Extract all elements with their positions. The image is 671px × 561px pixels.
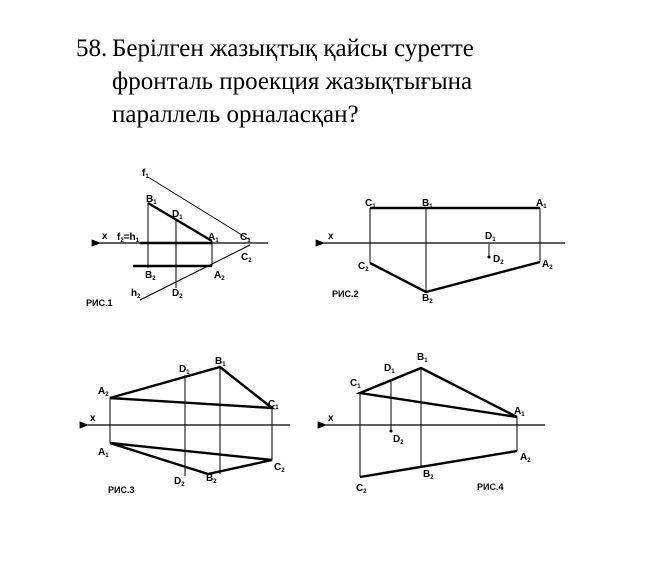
fig1-label-f1: f1 [142,168,149,180]
fig1-label-c2: C2 [241,252,252,264]
fig4-horizontal-projection [355,366,518,419]
fig4-label-b2: B2 [423,469,434,481]
fig4-label-d2: D2 [393,434,404,446]
fig2-label-a1: A1 [536,198,547,210]
fig4-frontal-projection [359,449,518,479]
figure-2: x C1 B1 A1 D1 D2 C2 A2 B2 РИС.2 [315,198,565,305]
fig2-label-d1: D1 [485,231,496,243]
fig2-caption: РИС.2 [332,289,358,299]
fig2-d2-point [487,255,491,259]
fig4-label-b1: B1 [417,352,428,364]
fig4-label-c1: C1 [350,378,361,390]
fig1-h2-trace [139,244,251,301]
fig3-horizontal-projection [109,365,276,410]
fig4-label-a1: A1 [514,406,525,418]
fig3-label-b1: B1 [215,356,226,368]
fig2-label-c1: C1 [365,198,376,210]
question-line-2: фронталь проекция жазықтығына [112,68,473,95]
fig4-axis-label: x [328,413,334,424]
fig3-label-c1: C1 [268,399,279,411]
fig1-label-b2: B2 [145,270,156,282]
fig1-label-c1: C1 [240,232,251,244]
figure-1: x f1 B1 D1 f2=h1 A1 C1 C2 B2 A2 h2 D2 РИ… [86,168,268,308]
fig2-label-b2: B2 [422,293,433,305]
fig1-b1-a1-line [147,201,213,243]
fig4-caption: РИС.4 [477,482,503,492]
fig1-label-b1: B1 [146,194,157,206]
fig3-label-a1: A1 [98,447,109,459]
fig3-axis-label: x [90,413,96,424]
fig1-label-h2: h2 [131,288,141,300]
fig2-label-b1: B1 [422,198,433,210]
fig2-label-c2: C2 [358,261,369,273]
fig3-label-b2: B2 [206,473,217,485]
fig3-caption: РИС.3 [108,485,134,495]
fig4-label-d1: D1 [384,363,395,375]
fig1-label-d1: D1 [172,209,183,221]
fig3-label-a2: A2 [98,386,109,398]
fig3-label-d1: D1 [179,364,190,376]
fig4-d2-point [389,429,393,433]
fig2-frontal-projection [369,260,541,294]
fig3-label-c2: C2 [274,462,285,474]
fig1-f1-trace [147,176,251,241]
fig2-label-d2: D2 [493,254,504,266]
fig1-label-f2h1: f2=h1 [117,232,140,244]
fig1-label-d2: D2 [172,288,183,300]
figure-4: x B1 D1 C1 A1 D2 A2 B2 C2 РИС.4 [317,352,545,495]
fig4-label-a2: A2 [520,452,531,464]
fig2-label-a2: A2 [542,259,553,271]
fig1-label-a2: A2 [214,270,225,282]
fig3-label-d2: D2 [174,476,185,488]
fig1-axis-label: x [102,231,108,242]
question-line-3: параллель орналасқан? [112,101,359,128]
question-text: 58. Берілген жазықтық қайсы суретте фрон… [76,32,636,131]
question-number: 58. [76,35,108,62]
fig1-caption: РИС.1 [86,298,112,308]
figure-3: x B1 D1 A2 C1 A1 C2 D2 B2 РИС.3 [79,356,290,495]
fig4-label-c2: C2 [356,483,367,495]
question-line-1: Берілген жазықтық қайсы суретте [112,35,474,62]
fig1-label-a1: A1 [208,232,219,244]
fig3-frontal-projection [109,441,273,476]
fig2-axis-label: x [328,231,334,242]
